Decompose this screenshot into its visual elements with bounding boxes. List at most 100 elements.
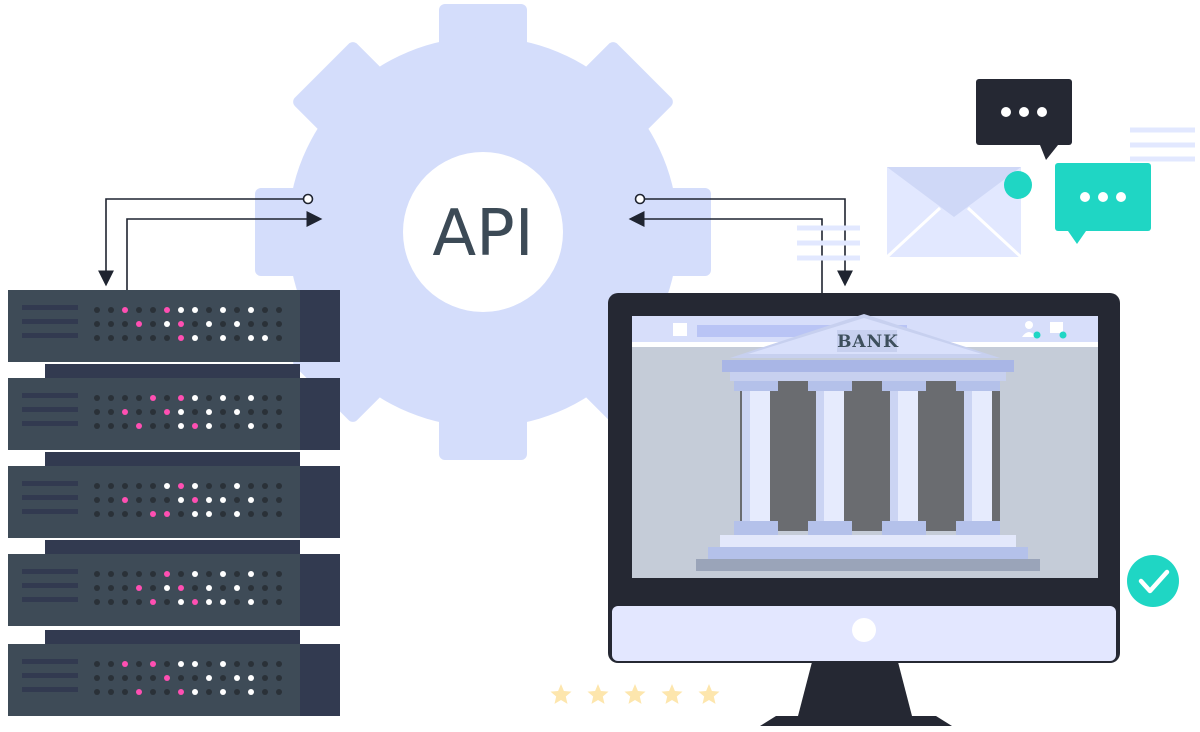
server-led (94, 661, 100, 667)
server-led (262, 335, 268, 341)
bank-column (808, 381, 852, 535)
api-label: API (432, 197, 533, 271)
server-led (94, 395, 100, 401)
server-led (122, 307, 128, 313)
server-led (150, 321, 156, 327)
server-led (136, 511, 142, 517)
star-icon (661, 684, 683, 704)
server-led (262, 661, 268, 667)
server-led (136, 571, 142, 577)
server-led (234, 511, 240, 517)
server-led (136, 661, 142, 667)
server-led (248, 571, 254, 577)
server-led (276, 675, 282, 681)
server-led (262, 321, 268, 327)
server-led (122, 335, 128, 341)
server-led (276, 423, 282, 429)
chat-small-icon (1050, 322, 1067, 339)
server-led (192, 395, 198, 401)
left-connector-arrows (98, 193, 323, 290)
server-led (248, 511, 254, 517)
server-led (150, 661, 156, 667)
server-led (136, 689, 142, 695)
user-icon (1022, 321, 1041, 339)
server-led (220, 335, 226, 341)
server-unit (8, 452, 340, 538)
server-led (220, 599, 226, 605)
server-led (220, 571, 226, 577)
server-led (248, 335, 254, 341)
server-led (262, 395, 268, 401)
server-led (248, 689, 254, 695)
server-led (234, 483, 240, 489)
server-led (122, 675, 128, 681)
server-led (178, 395, 184, 401)
server-led (192, 675, 198, 681)
server-led (122, 409, 128, 415)
server-led (220, 661, 226, 667)
server-led (136, 497, 142, 503)
server-led (136, 307, 142, 313)
server-led (248, 409, 254, 415)
server-led (178, 409, 184, 415)
server-led (122, 511, 128, 517)
server-led (276, 321, 282, 327)
server-led (220, 585, 226, 591)
server-led (262, 675, 268, 681)
server-led (164, 409, 170, 415)
server-led (122, 483, 128, 489)
server-led (206, 599, 212, 605)
server-led (94, 675, 100, 681)
server-led (108, 675, 114, 681)
server-led (248, 497, 254, 503)
server-led (220, 497, 226, 503)
server-led (262, 599, 268, 605)
chat-bubble-teal-icon (1055, 163, 1151, 244)
server-led (150, 483, 156, 489)
server-led (178, 307, 184, 313)
server-led (178, 497, 184, 503)
server-led (150, 395, 156, 401)
browser-tab-icon (673, 323, 687, 336)
star-icon (624, 684, 646, 704)
server-led (276, 599, 282, 605)
server-unit (8, 630, 340, 716)
server-led (206, 497, 212, 503)
server-led (94, 585, 100, 591)
server-led (234, 571, 240, 577)
server-led (234, 335, 240, 341)
server-led (262, 689, 268, 695)
gear-icon: API (255, 4, 711, 460)
server-led (276, 335, 282, 341)
server-led (248, 321, 254, 327)
server-led (108, 335, 114, 341)
server-led (220, 307, 226, 313)
server-led (108, 321, 114, 327)
server-led (164, 483, 170, 489)
server-led (220, 511, 226, 517)
server-led (108, 483, 114, 489)
right-connector-arrows (628, 193, 853, 295)
server-led (220, 409, 226, 415)
server-led (248, 675, 254, 681)
server-led (164, 689, 170, 695)
server-led (178, 483, 184, 489)
server-led (276, 497, 282, 503)
server-led (108, 585, 114, 591)
server-led (276, 395, 282, 401)
server-led (122, 395, 128, 401)
server-led (234, 599, 240, 605)
star-icon (587, 684, 609, 704)
server-led (108, 599, 114, 605)
server-led (262, 571, 268, 577)
bank-column (956, 381, 1000, 535)
server-led (178, 689, 184, 695)
server-led (192, 661, 198, 667)
server-led (262, 307, 268, 313)
server-led (178, 423, 184, 429)
server-led (192, 689, 198, 695)
server-led (150, 599, 156, 605)
server-led (150, 423, 156, 429)
server-led (150, 689, 156, 695)
